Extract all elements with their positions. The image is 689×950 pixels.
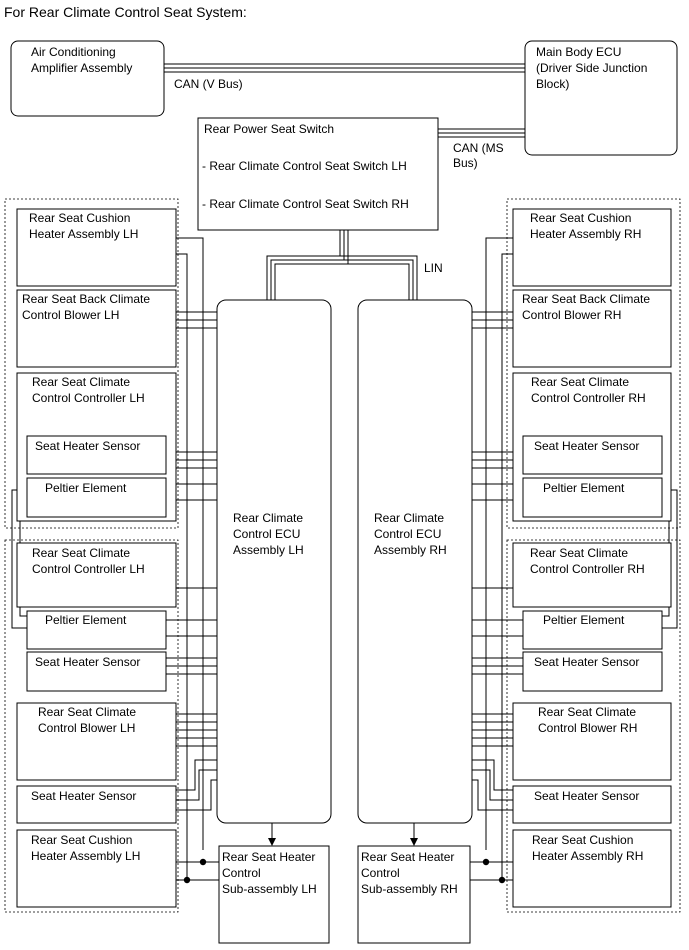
rh-cushion-heater-top-label-1: Rear Seat Cushion	[530, 211, 631, 225]
lh-peltier-top-label: Peltier Element	[45, 481, 127, 495]
rh-sensor-lower-label: Seat Heater Sensor	[534, 789, 639, 803]
rh-sensor-bottom-box	[522, 651, 663, 692]
lh-sensor-top-label: Seat Heater Sensor	[35, 439, 140, 453]
ecu-lh-box	[216, 299, 332, 824]
rh-cushion-heater-bottom-label-1: Rear Seat Cushion	[532, 833, 633, 847]
ecu-lh-label-2: Control ECU	[233, 527, 300, 541]
lh-sensor-lower-box	[16, 785, 177, 824]
heater-control-rh-label-1: Rear Seat Heater	[361, 850, 454, 864]
rh-sensor-lower-box	[512, 785, 672, 824]
lh-cushion-heater-bottom-label-1: Rear Seat Cushion	[31, 833, 132, 847]
ecu-to-heater-arrows	[268, 823, 418, 846]
rh-back-blower-label-1: Rear Seat Back Climate	[522, 292, 650, 306]
lh-cushion-group	[4, 539, 179, 913]
heater-control-rh-label-2: Control	[361, 866, 400, 880]
heater-control-rh-label-3: Sub-assembly RH	[361, 882, 458, 896]
lh-sensor-lower-label: Seat Heater Sensor	[31, 789, 136, 803]
heater-control-rh-box	[357, 845, 471, 944]
ac-amplifier-label-1: Air Conditioning	[31, 45, 116, 59]
lh-peltier-top-box	[26, 477, 167, 518]
lh-sensor-bottom-label: Seat Heater Sensor	[35, 655, 140, 669]
lh-sensor-top-box	[26, 435, 167, 475]
ecu-lh-label-1: Rear Climate	[233, 511, 303, 525]
rh-peltier-bottom-label: Peltier Element	[543, 613, 625, 627]
main-body-ecu-label-2: (Driver Side Junction	[536, 61, 647, 75]
rh-blower-box	[512, 702, 672, 781]
lh-wiring	[11, 237, 219, 884]
lh-cushion-heater-bottom-label-2: Heater Assembly LH	[31, 849, 140, 863]
rh-controller-top-label-1: Rear Seat Climate	[531, 375, 629, 389]
heater-control-lh-label-1: Rear Seat Heater	[222, 850, 315, 864]
rh-peltier-bottom-box	[522, 610, 663, 650]
can-ms-bus-label-1: CAN (MS	[453, 141, 504, 155]
lh-controller-top-label-1: Rear Seat Climate	[32, 375, 130, 389]
rh-controller-bottom-box	[512, 542, 672, 608]
ecu-rh-label-2: Control ECU	[374, 527, 441, 541]
can-v-bus	[163, 63, 525, 73]
lh-peltier-bottom-box	[26, 610, 167, 650]
heater-control-lh-label-2: Control	[222, 866, 261, 880]
lh-controller-bottom-box	[16, 542, 177, 608]
heater-control-lh-box	[218, 845, 330, 944]
main-body-ecu-box	[524, 40, 678, 156]
ecu-rh-label-1: Rear Climate	[374, 511, 444, 525]
ecu-rh-box	[357, 299, 473, 824]
rh-sensor-bottom-label: Seat Heater Sensor	[534, 655, 639, 669]
rh-controller-bottom-label-2: Control Controller RH	[530, 562, 645, 576]
lh-seatback-group	[4, 198, 179, 529]
lh-back-blower-box	[16, 289, 177, 368]
rh-cushion-heater-bottom-label-2: Heater Assembly RH	[532, 849, 643, 863]
rh-blower-label-1: Rear Seat Climate	[538, 705, 636, 719]
lin-bus-label: LIN	[424, 261, 443, 275]
rh-cushion-group	[506, 539, 681, 913]
rh-sensor-top-label: Seat Heater Sensor	[534, 439, 639, 453]
diagram-title: For Rear Climate Control Seat System:	[4, 4, 247, 20]
lh-sensor-bottom-box	[26, 651, 167, 692]
rh-blower-label-2: Control Blower RH	[538, 721, 637, 735]
rh-back-blower-label-2: Control Blower RH	[522, 308, 621, 322]
heater-control-lh-label-3: Sub-assembly LH	[222, 882, 317, 896]
rh-controller-bottom-label-1: Rear Seat Climate	[530, 546, 628, 560]
can-v-bus-label: CAN (V Bus)	[174, 77, 243, 91]
lh-blower-label-2: Control Blower LH	[38, 721, 135, 735]
ecu-lh-label-3: Assembly LH	[233, 543, 304, 557]
ac-amplifier-label-2: Amplifier Assembly	[31, 61, 132, 75]
lh-cushion-heater-top-label-2: Heater Assembly LH	[29, 227, 138, 241]
rh-cushion-heater-bottom-box	[512, 829, 672, 908]
lh-peltier-bottom-label: Peltier Element	[45, 613, 127, 627]
can-ms-bus-label-2: Bus)	[453, 156, 478, 170]
lh-cushion-heater-bottom-box	[16, 829, 177, 908]
main-body-ecu-label-3: Block)	[536, 77, 569, 91]
lin-bus	[266, 230, 418, 300]
main-body-ecu-label-1: Main Body ECU	[536, 45, 621, 59]
lh-back-blower-label-1: Rear Seat Back Climate	[22, 292, 150, 306]
ecu-rh-label-3: Assembly RH	[374, 543, 447, 557]
rh-cushion-heater-top-label-2: Heater Assembly RH	[530, 227, 641, 241]
ac-amplifier-box	[10, 40, 165, 117]
rh-back-blower-box	[512, 289, 672, 368]
rh-peltier-top-box	[522, 477, 663, 518]
lh-controller-top-label-2: Control Controller LH	[32, 391, 145, 405]
rh-seatback-group	[506, 198, 681, 529]
lh-controller-bottom-label-1: Rear Seat Climate	[32, 546, 130, 560]
rh-peltier-top-label: Peltier Element	[543, 481, 625, 495]
rh-cushion-heater-top-box	[512, 208, 672, 287]
can-ms-bus	[438, 128, 525, 138]
rh-controller-top-label-2: Control Controller RH	[531, 391, 646, 405]
lh-controller-bottom-label-2: Control Controller LH	[32, 562, 145, 576]
rh-sensor-top-box	[522, 435, 663, 475]
lh-cushion-heater-top-box	[16, 208, 177, 287]
lh-cushion-heater-top-label-1: Rear Seat Cushion	[29, 211, 130, 225]
rear-power-seat-switch-box	[197, 117, 439, 231]
rear-power-seat-switch-label: Rear Power Seat Switch	[204, 122, 334, 136]
seat-switch-rh-label: - Rear Climate Control Seat Switch RH	[202, 197, 409, 211]
lh-back-blower-label-2: Control Blower LH	[22, 308, 119, 322]
lh-blower-box	[16, 702, 177, 781]
seat-switch-lh-label: - Rear Climate Control Seat Switch LH	[202, 159, 407, 173]
lh-blower-label-1: Rear Seat Climate	[38, 705, 136, 719]
